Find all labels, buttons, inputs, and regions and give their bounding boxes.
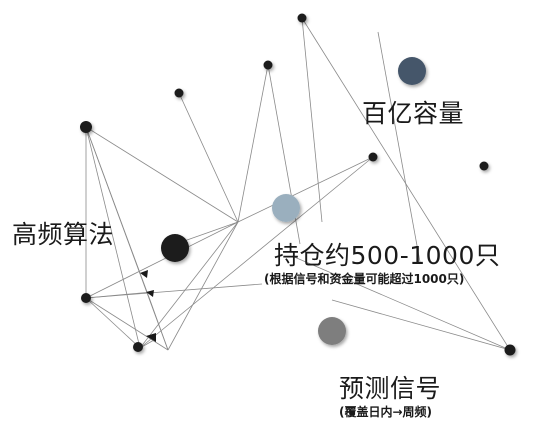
edge bbox=[301, 17, 323, 223]
edge bbox=[85, 126, 239, 223]
connection-lines bbox=[85, 17, 511, 351]
edge bbox=[139, 156, 374, 349]
edge bbox=[139, 221, 239, 349]
edge bbox=[85, 283, 263, 299]
edge bbox=[85, 126, 141, 349]
node-small bbox=[297, 13, 307, 23]
label-hold: 持仓约500-1000只 bbox=[274, 241, 501, 270]
label-predict-sub: (覆盖日内→周频) bbox=[339, 405, 433, 419]
edge bbox=[377, 31, 421, 263]
label-predict: 预测信号 bbox=[339, 374, 442, 403]
node-small bbox=[504, 344, 516, 356]
arrowhead bbox=[140, 270, 148, 278]
arrow-markers bbox=[140, 270, 156, 342]
edge bbox=[85, 297, 169, 351]
edge bbox=[331, 299, 511, 351]
node-small bbox=[368, 152, 378, 162]
node-small bbox=[80, 121, 92, 133]
node-gray bbox=[318, 317, 346, 345]
edge bbox=[237, 64, 269, 223]
edge bbox=[291, 255, 511, 351]
node-small bbox=[174, 88, 184, 98]
label-gao-pin: 高频算法 bbox=[12, 220, 115, 249]
label-bai-yi: 百亿容量 bbox=[362, 99, 465, 128]
edge bbox=[85, 297, 141, 349]
edge bbox=[85, 221, 239, 299]
node-small bbox=[133, 342, 143, 352]
node-slate bbox=[398, 57, 426, 85]
arrowhead bbox=[146, 290, 154, 297]
node-small bbox=[263, 60, 273, 70]
node-large-dark bbox=[161, 234, 189, 262]
node-small bbox=[81, 293, 91, 303]
arrowhead bbox=[146, 333, 156, 342]
edge bbox=[237, 156, 374, 223]
nodes bbox=[80, 13, 516, 356]
edge bbox=[178, 92, 239, 223]
edge bbox=[149, 299, 169, 351]
edge bbox=[167, 221, 239, 351]
node-small bbox=[479, 161, 489, 171]
node-light bbox=[272, 194, 300, 222]
label-hold-sub: (根据信号和资金量可能超过1000只) bbox=[264, 272, 465, 286]
